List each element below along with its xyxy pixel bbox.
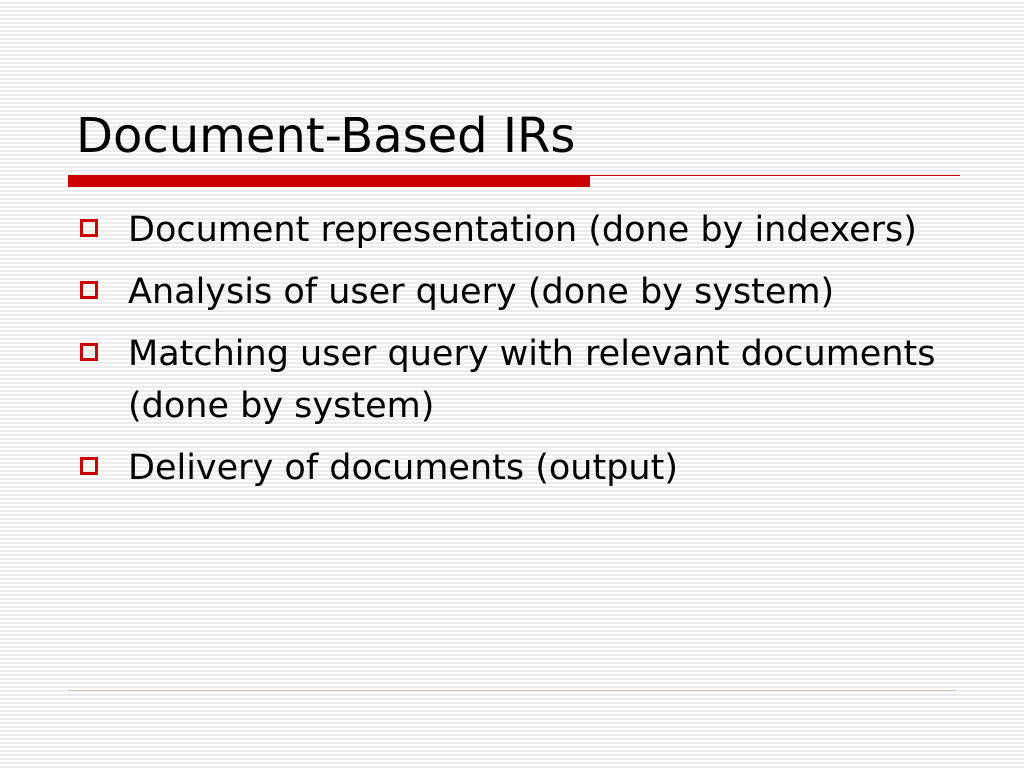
title-underline-thick: [68, 175, 590, 187]
bullet-text: Delivery of documents (output): [128, 448, 678, 488]
bullet-item: Document representation (done by indexer…: [76, 204, 936, 256]
bullet-item: Delivery of documents (output): [76, 442, 936, 494]
hollow-square-icon: [80, 281, 98, 299]
bullet-text: Document representation (done by indexer…: [128, 210, 917, 250]
bullet-text: Analysis of user query (done by system): [128, 272, 835, 312]
bullet-item: Matching user query with relevant docume…: [76, 328, 936, 432]
bullet-text: Matching user query with relevant docume…: [128, 334, 936, 426]
hollow-square-icon: [80, 343, 98, 361]
title-underline-thin: [590, 175, 960, 176]
hollow-square-icon: [80, 457, 98, 475]
bullet-list: Document representation (done by indexer…: [76, 204, 936, 504]
slide-title: Document-Based IRs: [76, 108, 576, 164]
footer-divider: [68, 690, 956, 691]
bullet-item: Analysis of user query (done by system): [76, 266, 936, 318]
hollow-square-icon: [80, 219, 98, 237]
